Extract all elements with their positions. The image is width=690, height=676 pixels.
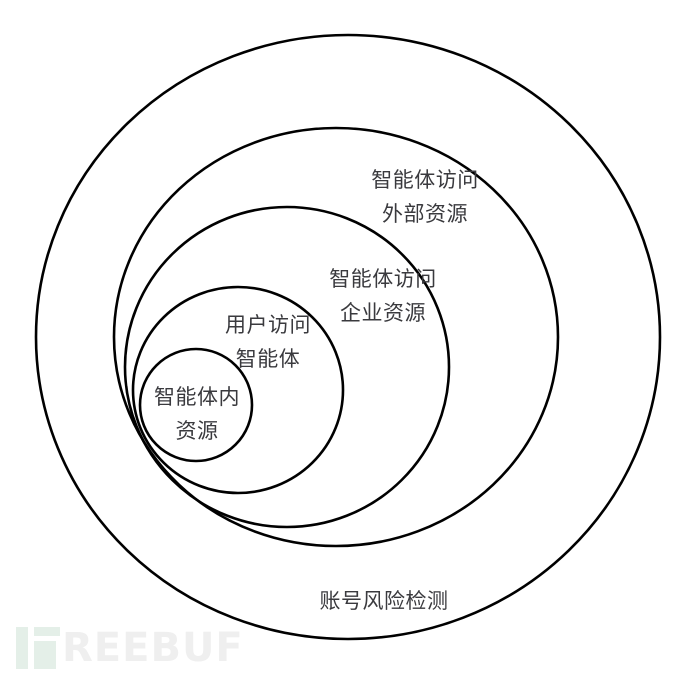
- ellipse-account-risk: [34, 33, 662, 641]
- label-line: 智能体访问: [371, 168, 479, 192]
- label-line: 智能体: [235, 347, 301, 371]
- label-line: 外部资源: [382, 202, 468, 226]
- watermark-f-icon: [34, 627, 60, 669]
- label-agent-internal: 智能体内 资源: [141, 380, 253, 448]
- ellipse-enterprise-resources: [123, 205, 451, 529]
- label-line: 账号风险检测: [319, 589, 449, 613]
- ellipse-agent-internal: [138, 347, 254, 463]
- label-line: 企业资源: [340, 301, 426, 325]
- ellipse-user-access-agent: [131, 285, 345, 495]
- label-line: 用户访问: [225, 313, 311, 337]
- label-user-access-agent: 用户访问 智能体: [212, 308, 324, 376]
- freebuf-watermark: REEBUF: [16, 627, 244, 669]
- label-line: 智能体访问: [329, 267, 437, 291]
- watermark-bar-icon: [16, 627, 28, 669]
- label-external-resources: 智能体访问 外部资源: [360, 163, 490, 231]
- watermark-text: REEBUF: [62, 625, 244, 671]
- label-account-risk: 账号风险检测: [302, 584, 466, 618]
- label-line: 智能体内: [154, 385, 240, 409]
- label-enterprise-resources: 智能体访问 企业资源: [317, 262, 449, 330]
- label-line: 资源: [175, 419, 219, 443]
- ellipse-external-resources: [112, 126, 560, 548]
